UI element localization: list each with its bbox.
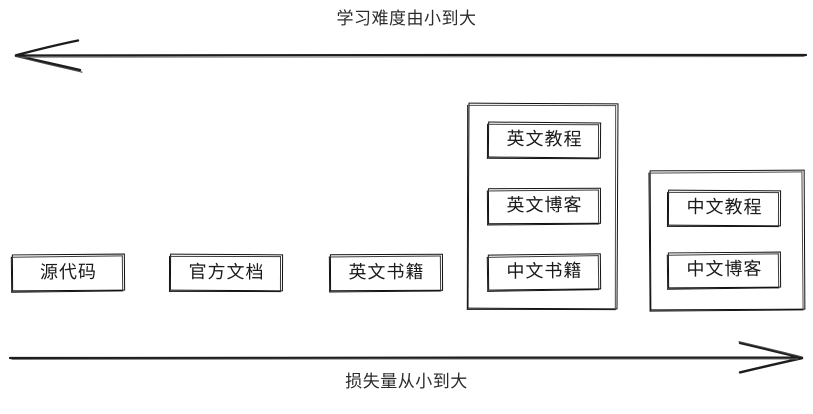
node-official-docs-label: 官方文档 <box>188 261 265 283</box>
node-source-code[interactable]: 源代码 <box>11 253 126 292</box>
node-english-blog[interactable]: 英文博客 <box>487 187 602 225</box>
difficulty-axis-arrow-left <box>0 34 813 78</box>
top-axis-label: 学习难度由小到大 <box>336 9 477 29</box>
node-chinese-blog[interactable]: 中文博客 <box>667 251 782 289</box>
node-english-tutorial-label: 英文教程 <box>506 128 583 151</box>
bottom-axis-label: 损失量从小到大 <box>345 372 468 392</box>
node-english-books[interactable]: 英文书籍 <box>329 253 444 292</box>
node-chinese-tutorial-label: 中文教程 <box>686 196 763 219</box>
node-chinese-blog-label: 中文博客 <box>686 258 763 281</box>
node-chinese-books[interactable]: 中文书籍 <box>487 253 602 291</box>
node-source-code-label: 源代码 <box>39 261 98 283</box>
node-english-tutorial[interactable]: 英文教程 <box>487 121 602 159</box>
node-english-books-label: 英文书籍 <box>348 261 425 283</box>
loss-axis-arrow-right <box>0 336 813 380</box>
node-chinese-tutorial[interactable]: 中文教程 <box>667 189 782 227</box>
node-official-docs[interactable]: 官方文档 <box>169 253 284 292</box>
node-chinese-books-label: 中文书籍 <box>506 260 583 283</box>
node-english-blog-label: 英文博客 <box>506 194 583 217</box>
